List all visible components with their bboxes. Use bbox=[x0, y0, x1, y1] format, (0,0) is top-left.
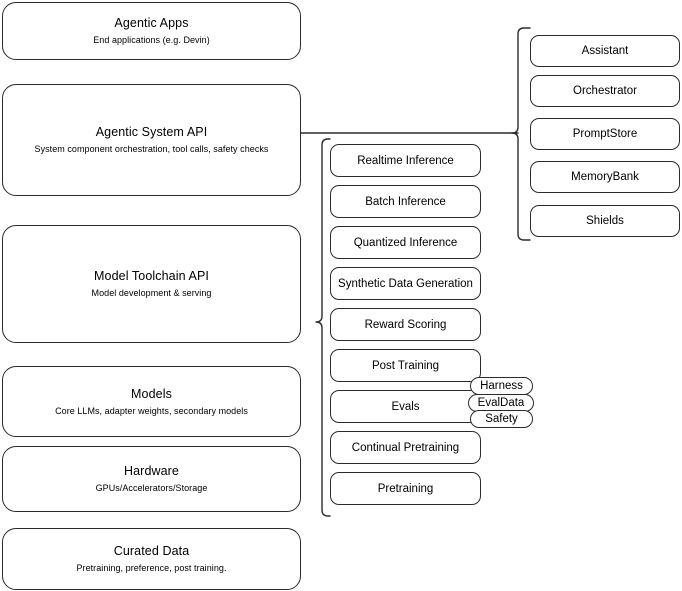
component-label: Assistant bbox=[581, 45, 629, 57]
stack-layer-title: Model Toolchain API bbox=[94, 269, 209, 283]
component-label: Post Training bbox=[371, 359, 440, 372]
stack-layer-title: Hardware bbox=[124, 464, 179, 478]
toolchain-component-quantized-inference[interactable]: Quantized Inference bbox=[330, 226, 481, 259]
stack-layer-subtitle: Model development & serving bbox=[91, 288, 212, 298]
stack-layer-title: Models bbox=[131, 386, 172, 401]
toolchain-component-evals[interactable]: Evals bbox=[330, 390, 481, 423]
toolchain-component-reward-scoring[interactable]: Reward Scoring bbox=[330, 308, 481, 341]
toolchain-component-continual-pretraining[interactable]: Continual Pretraining bbox=[330, 431, 481, 464]
component-label: PromptStore bbox=[572, 128, 638, 140]
stack-layer-subtitle: GPUs/Accelerators/Storage bbox=[95, 483, 208, 493]
component-label: Continual Pretraining bbox=[351, 441, 460, 454]
stack-layer-title: Agentic Apps bbox=[114, 16, 189, 30]
component-label: Quantized Inference bbox=[353, 236, 458, 249]
stack-layer-title: Curated Data bbox=[113, 544, 190, 558]
stack-layer-agentic-apps[interactable]: Agentic Apps End applications (e.g. Devi… bbox=[2, 2, 301, 60]
component-label: Synthetic Data Generation bbox=[338, 277, 473, 290]
toolchain-component-pretraining[interactable]: Pretraining bbox=[330, 472, 481, 505]
component-label: Pretraining bbox=[377, 482, 434, 495]
component-label: Reward Scoring bbox=[364, 318, 447, 331]
component-label: Shields bbox=[586, 215, 624, 227]
eval-badge-safety[interactable]: Safety bbox=[470, 410, 533, 428]
toolchain-component-post-training[interactable]: Post Training bbox=[330, 349, 481, 382]
component-label: Realtime Inference bbox=[357, 154, 454, 167]
toolchain-component-realtime-inference[interactable]: Realtime Inference bbox=[330, 144, 481, 177]
agentic-component-assistant[interactable]: Assistant bbox=[530, 35, 680, 67]
agentic-component-promptstore[interactable]: PromptStore bbox=[530, 118, 680, 150]
stack-layer-subtitle: Core LLMs, adapter weights, secondary mo… bbox=[55, 405, 248, 416]
toolchain-component-batch-inference[interactable]: Batch Inference bbox=[330, 185, 481, 218]
stack-layer-model-toolchain-api[interactable]: Model Toolchain API Model development & … bbox=[2, 225, 301, 343]
badge-label: Safety bbox=[485, 413, 518, 425]
stack-layer-title: Agentic System API bbox=[95, 125, 208, 139]
brace-toolchain-components bbox=[315, 138, 331, 517]
agentic-component-memorybank[interactable]: MemoryBank bbox=[530, 161, 680, 193]
stack-layer-subtitle: System component orchestration, tool cal… bbox=[34, 144, 269, 154]
stack-layer-models[interactable]: Models Core LLMs, adapter weights, secon… bbox=[2, 366, 301, 437]
component-label: Evals bbox=[391, 400, 420, 413]
agentic-component-orchestrator[interactable]: Orchestrator bbox=[530, 75, 680, 107]
toolchain-component-synthetic-data-generation[interactable]: Synthetic Data Generation bbox=[330, 267, 481, 300]
stack-layer-curated-data[interactable]: Curated Data Pretraining, preference, po… bbox=[2, 528, 301, 590]
stack-layer-subtitle: Pretraining, preference, post training. bbox=[76, 563, 227, 573]
stack-layer-subtitle: End applications (e.g. Devin) bbox=[93, 35, 210, 45]
component-label: Batch Inference bbox=[365, 195, 446, 208]
component-label: Orchestrator bbox=[573, 85, 637, 97]
component-label: MemoryBank bbox=[571, 171, 639, 183]
badge-label: EvalData bbox=[477, 397, 525, 409]
badge-label: Harness bbox=[480, 380, 523, 392]
stack-layer-hardware[interactable]: Hardware GPUs/Accelerators/Storage bbox=[2, 446, 301, 512]
stack-layer-agentic-system-api[interactable]: Agentic System API System component orch… bbox=[2, 84, 301, 196]
brace-agentic-components bbox=[511, 27, 531, 241]
eval-badge-harness[interactable]: Harness bbox=[470, 377, 533, 395]
agentic-component-shields[interactable]: Shields bbox=[530, 205, 680, 237]
